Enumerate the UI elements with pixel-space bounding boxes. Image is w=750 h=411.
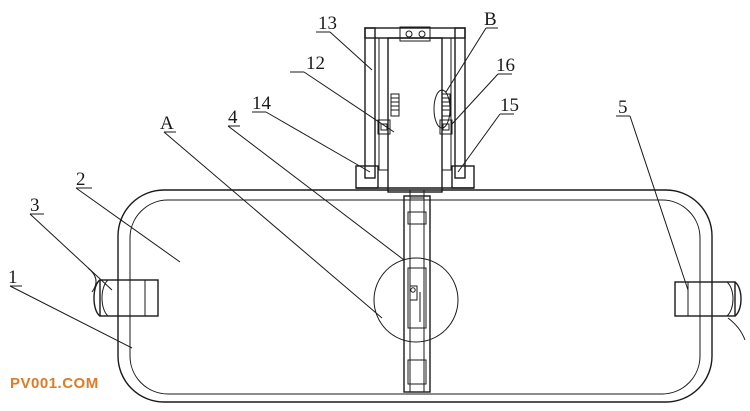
reference-labels: 1 2 3 4 5 12 13 14 15 16 A B	[8, 9, 628, 288]
central-shaft	[403, 189, 431, 393]
label-16: 16	[496, 55, 515, 76]
label-4: 4	[228, 107, 238, 128]
tank-body	[117, 189, 713, 403]
label-13: 13	[318, 13, 337, 34]
label-b: B	[484, 9, 497, 30]
upper-drive-assembly	[355, 26, 475, 193]
label-a: A	[160, 113, 174, 134]
detail-circle-a	[373, 257, 459, 343]
label-5: 5	[618, 97, 628, 118]
watermark: PV001.COM	[10, 375, 99, 392]
detail-circle-b	[433, 89, 451, 129]
label-15: 15	[500, 95, 519, 116]
left-pipe-connector	[87, 267, 159, 317]
label-14: 14	[252, 93, 272, 114]
leader-lines	[9, 27, 689, 349]
label-12: 12	[306, 53, 325, 74]
right-pipe-connector	[674, 281, 746, 341]
label-2: 2	[76, 169, 86, 190]
label-1: 1	[8, 267, 18, 288]
label-3: 3	[30, 195, 40, 216]
